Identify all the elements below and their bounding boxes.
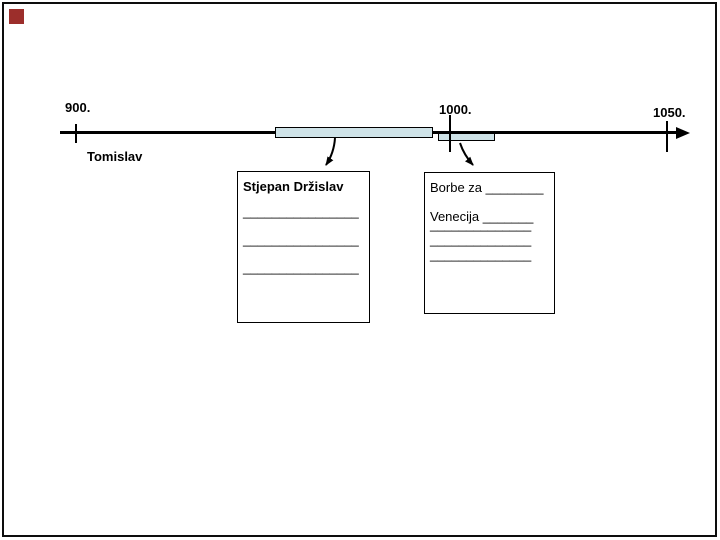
connector-arrow-down-right-icon xyxy=(459,142,474,166)
blank-line: ______________ xyxy=(430,217,532,232)
blank-line: ________________ xyxy=(243,260,359,275)
connector-arrow-down-left-icon xyxy=(325,137,336,166)
timeline-tick-900 xyxy=(75,124,77,143)
textbox-line-venecija: Venecija _______ xyxy=(430,209,534,224)
accent-square xyxy=(9,9,24,24)
timeline-label-900: 900. xyxy=(65,100,91,115)
blank-line: ________________ xyxy=(243,204,359,219)
timeline-label-1000: 1000. xyxy=(439,102,472,117)
blank-line: ______________ xyxy=(430,247,532,262)
period-bar-borbe xyxy=(438,133,495,141)
era-label-tomislav: Tomislav xyxy=(87,149,143,164)
blank-line: ________________ xyxy=(243,232,359,247)
timeline-label-1050: 1050. xyxy=(653,105,686,120)
textbox-borbe-za: Borbe za ________ Venecija _______ _____… xyxy=(424,172,555,314)
blank-line: ______________ xyxy=(430,232,532,247)
timeline-arrow-right-icon xyxy=(676,127,690,139)
timeline-tick-1050 xyxy=(666,121,668,152)
textbox-stjepan-drzislav: Stjepan Držislav ________________ ______… xyxy=(237,171,370,323)
textbox-line-borbe: Borbe za ________ xyxy=(430,180,544,195)
timeline-tick-1000 xyxy=(449,115,451,152)
period-bar-drzislav xyxy=(275,127,433,138)
textbox-title: Stjepan Držislav xyxy=(243,179,344,194)
